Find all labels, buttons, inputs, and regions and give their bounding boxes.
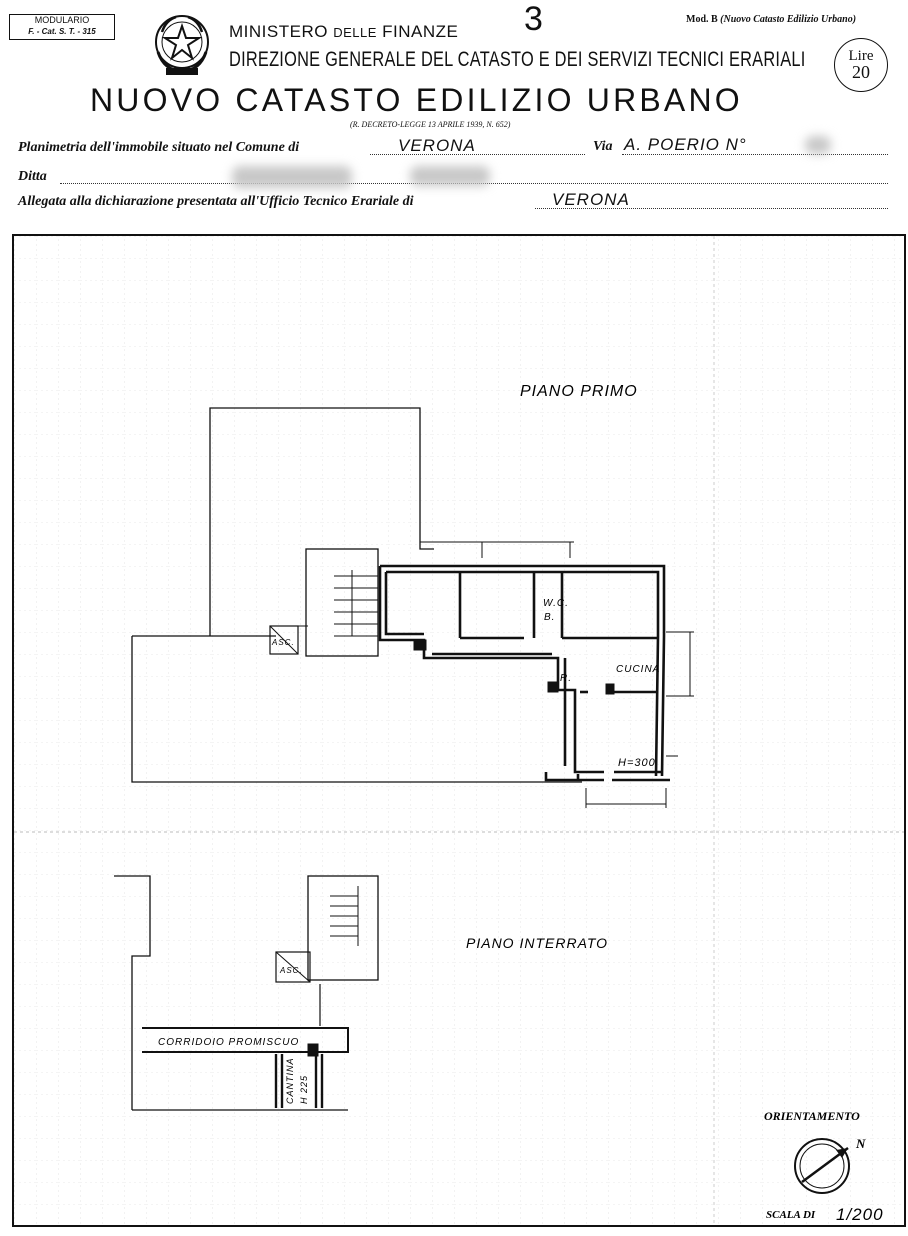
stair-block xyxy=(305,548,379,657)
modulario-code: F. - Cat. S. T. - 315 xyxy=(28,27,96,36)
door-marker-cucina xyxy=(605,683,615,695)
planimetria-label: Planimetria dell'immobile situato nel Co… xyxy=(18,140,300,155)
ministero-word: MINISTERO xyxy=(229,22,328,41)
finanze-word: FINANZE xyxy=(382,22,459,41)
allegata-label: Allegata alla dichiarazione presentata a… xyxy=(18,194,414,209)
elevator-box-interrato xyxy=(275,951,311,983)
modulario-title: MODULARIO xyxy=(34,15,90,25)
basement-stair-treads xyxy=(330,886,359,946)
orientamento-label: ORIENTAMENTO xyxy=(764,1109,860,1123)
floor-plan-sheet: PIANO PRIMO W.C. B. R. CUCINA H=300 ASC. xyxy=(12,234,906,1227)
comune-dotted-line xyxy=(370,154,585,155)
modulario-box: MODULARIO F. - Cat. S. T. - 315 xyxy=(9,14,115,40)
cantina-height-label: H 225 xyxy=(299,1075,309,1104)
cucina-label: CUCINA xyxy=(616,664,660,675)
page-title: NUOVO CATASTO EDILIZIO URBANO xyxy=(90,82,743,118)
apartment-walls xyxy=(378,564,670,782)
closet-label: R. xyxy=(560,673,572,684)
elevator-label-interrato: ASC. xyxy=(279,966,303,975)
cantina-label: CANTINA xyxy=(285,1057,295,1104)
mod-b-code: Mod. B xyxy=(686,14,718,25)
corridoio-label: CORRIDOIO PROMISCUO xyxy=(158,1037,299,1048)
ufficio-dotted-line xyxy=(535,208,888,209)
piano-interrato-label: PIANO INTERRATO xyxy=(466,935,608,951)
floor-plan-drawing: PIANO PRIMO W.C. B. R. CUCINA H=300 ASC. xyxy=(14,236,904,1225)
cantina-walls xyxy=(274,1054,324,1108)
grid-background xyxy=(14,236,904,1225)
north-label: N xyxy=(855,1136,866,1151)
bath-label: B. xyxy=(544,612,555,623)
basement-stair-block xyxy=(307,875,379,981)
lire-stamp: Lire 20 xyxy=(834,38,888,92)
mod-b-subtitle: (Nuovo Catasto Edilizio Urbano) xyxy=(720,14,857,25)
basement-west-outline xyxy=(114,875,151,1110)
north-arrow-icon xyxy=(794,1138,850,1194)
handwritten-sheet-number: 3 xyxy=(524,0,544,38)
stair-treads xyxy=(334,570,378,637)
redacted-owner-1 xyxy=(232,166,352,188)
ministero-heading: MINISTERO DELLE FINANZE xyxy=(229,22,458,42)
piano-primo-plan xyxy=(131,407,694,808)
elevator-label-primo: ASC. xyxy=(271,638,295,647)
door-marker-r xyxy=(547,681,559,693)
via-dotted-line xyxy=(622,154,888,155)
lire-value: 20 xyxy=(852,62,870,82)
comune-value: VERONA xyxy=(398,136,476,155)
corridoio-walls xyxy=(142,1027,349,1053)
scala-label: SCALA DI xyxy=(766,1209,816,1221)
decreto-reference: (R. DECRETO-LEGGE 13 APRILE 1939, N. 652… xyxy=(350,120,511,129)
ceiling-height-label: H=300 xyxy=(618,757,656,769)
via-value: A. POERIO N° xyxy=(624,135,747,154)
italian-republic-emblem-icon xyxy=(152,12,212,78)
elevator-box-primo xyxy=(269,625,299,655)
via-label: Via xyxy=(593,139,613,154)
piano-interrato-plan xyxy=(114,875,379,1111)
scala-value: 1/200 xyxy=(836,1205,884,1224)
courtyard-outline xyxy=(131,636,582,783)
delle-word: DELLE xyxy=(333,25,377,40)
elevator-diagonal-interrato xyxy=(275,951,311,983)
wc-label: W.C. xyxy=(543,598,569,609)
direzione-heading: DIREZIONE GENERALE DEL CATASTO E DEI SER… xyxy=(229,48,806,71)
neighbour-outline xyxy=(209,407,434,636)
entrance-door-marker xyxy=(413,639,427,651)
piano-primo-label: PIANO PRIMO xyxy=(520,383,638,400)
ditta-label: Ditta xyxy=(18,169,47,184)
redacted-owner-2 xyxy=(410,166,490,186)
lire-label: Lire xyxy=(848,48,874,64)
cantina-door-marker xyxy=(307,1043,319,1057)
ufficio-value: VERONA xyxy=(552,190,630,209)
mod-b-label: Mod. B (Nuovo Catasto Edilizio Urbano) xyxy=(686,14,856,25)
dimension-lines-east xyxy=(585,631,694,808)
redacted-house-number xyxy=(805,136,831,154)
elevator-diagonal-primo xyxy=(269,625,299,655)
